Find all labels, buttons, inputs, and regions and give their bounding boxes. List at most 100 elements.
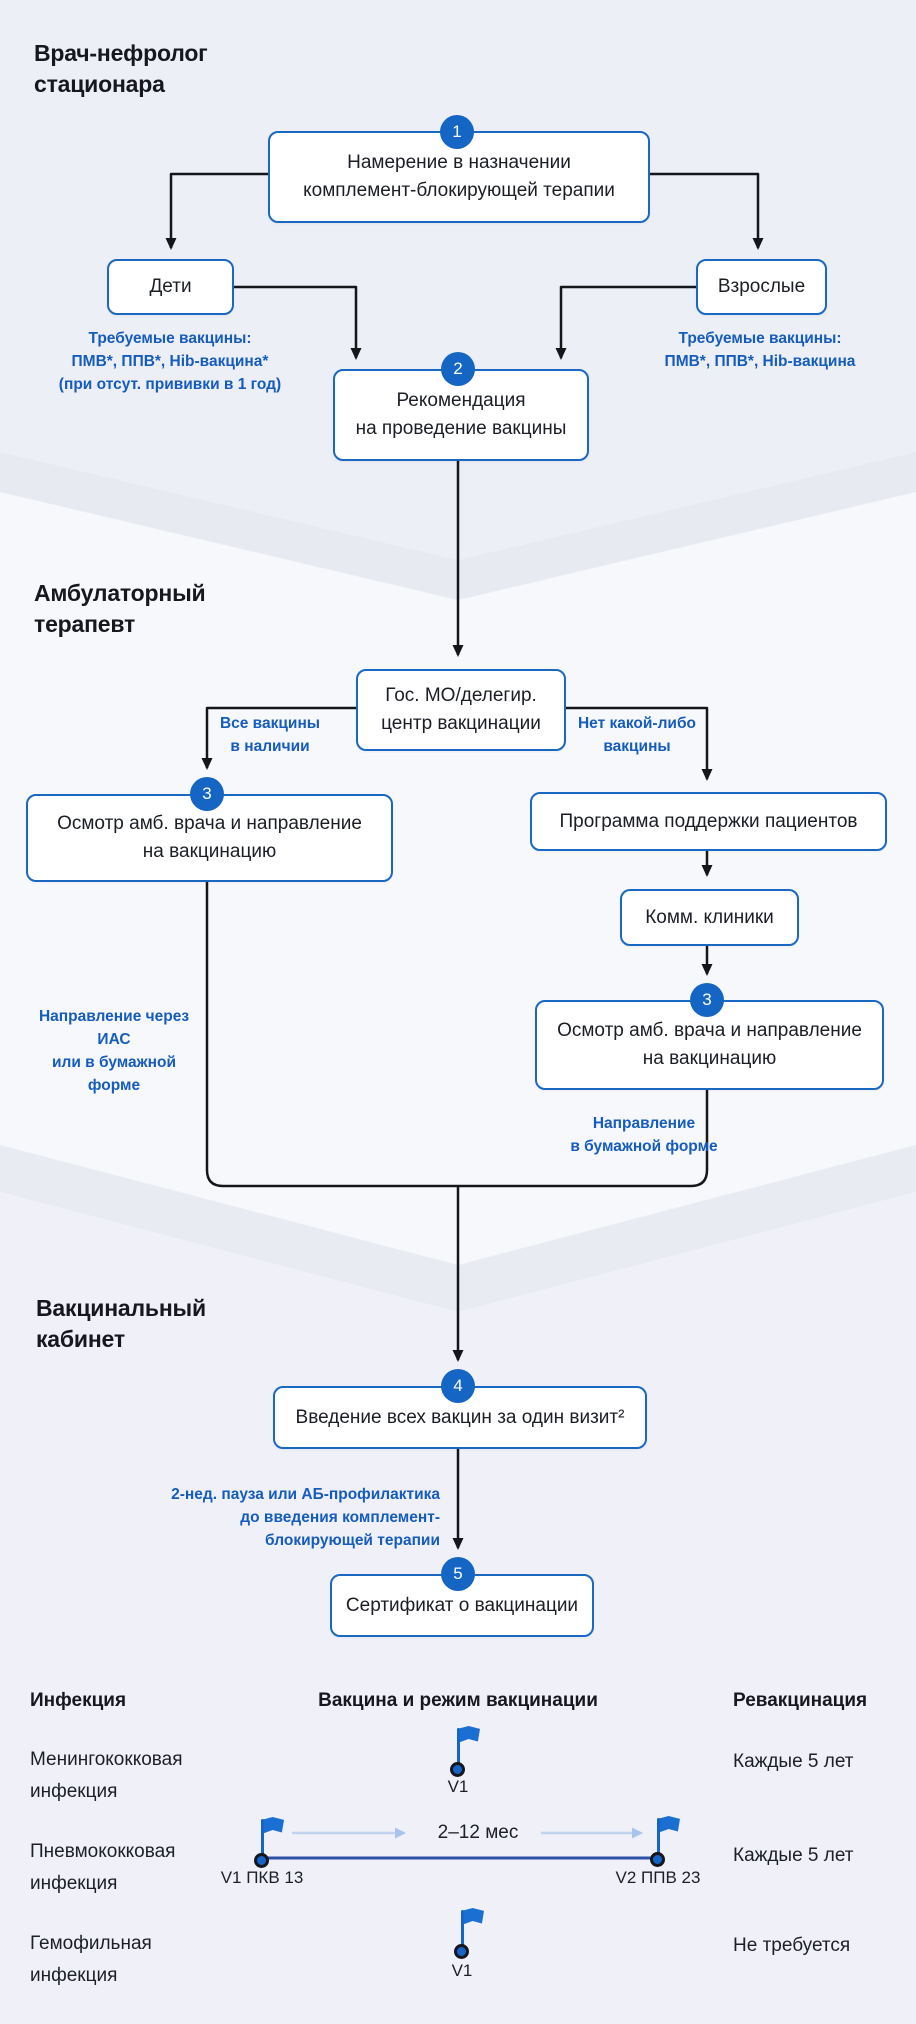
node-text-line: Рекомендация — [396, 390, 526, 411]
edge-label-none-available: Нет какой-либо вакцины — [577, 712, 697, 758]
edge-label-line: (при отсут. прививки в 1 год) — [58, 376, 282, 393]
dose-flag-pneumo-v2 — [650, 1816, 680, 1870]
node-text-line: на вакцинацию — [642, 1048, 777, 1069]
flow-node-children: Дети — [107, 259, 234, 315]
flow-node-gov-center: Гос. МО/делегир. центр вакцинации — [356, 669, 566, 751]
node-text-line: на проведение вакцины — [355, 418, 567, 439]
infection-line: Гемофильная — [30, 1933, 152, 1954]
node-text-line: Осмотр амб. врача и направление — [557, 1020, 862, 1041]
dose-dot — [254, 1853, 269, 1868]
title-line: терапевт — [34, 611, 136, 637]
flow-node-adults: Взрослые — [696, 259, 827, 315]
dose-flag-meningo-v1 — [450, 1726, 480, 1780]
connector-govcenter-examleft — [201, 706, 356, 770]
title-line: кабинет — [36, 1326, 125, 1352]
edge-label-line: ПМВ*, ППВ*, Hib-вакцина — [664, 353, 856, 370]
dose-dot — [454, 1944, 469, 1959]
edge-label-line: в бумажной форме — [570, 1138, 718, 1155]
step-badge-5: 5 — [441, 1557, 475, 1591]
schedule-row-revaccination-pneumococcal: Каждые 5 лет — [733, 1845, 854, 1866]
step-badge-1: 1 — [440, 115, 474, 149]
section-title-vaccination-room: Вакцинальный кабинет — [36, 1293, 206, 1355]
schedule-header-infection: Инфекция — [30, 1690, 127, 1711]
node-text-line: Комм. клиники — [645, 906, 774, 928]
node-text-line: Осмотр амб. врача и направление — [57, 813, 362, 834]
schedule-row-infection-pneumococcal: Пневмококковая инфекция — [30, 1836, 175, 1900]
flag-pole — [461, 1910, 464, 1948]
dose-flag-hib-v1 — [454, 1908, 484, 1962]
title-line: Амбулаторный — [34, 580, 206, 606]
edge-label-line: Нет какой-либо — [577, 715, 696, 732]
schedule-row-revaccination-meningococcal: Каждые 5 лет — [733, 1751, 854, 1772]
edge-label-line: вакцины — [603, 738, 671, 755]
edge-label-referral-paper: Направление в бумажной форме — [554, 1112, 734, 1158]
infection-line: инфекция — [30, 1965, 118, 1986]
node-text-line: Сертификат о вакцинации — [345, 1594, 579, 1616]
infection-line: Пневмококковая — [30, 1841, 176, 1862]
edge-label-line: Требуемые вакцины: — [678, 330, 842, 347]
edge-label-line: Все вакцины — [219, 715, 321, 732]
flag-pole — [457, 1728, 460, 1766]
infection-line: инфекция — [30, 1873, 118, 1894]
title-line: Врач-нефролог — [34, 40, 208, 66]
step-badge-4: 4 — [441, 1369, 475, 1403]
connector-intent-children — [165, 172, 268, 250]
edge-label-line: Направление — [592, 1115, 696, 1132]
node-text-line: центр вакцинации — [381, 713, 541, 734]
edge-label-all-available: Все вакцины в наличии — [210, 712, 330, 758]
edge-label-referral-ias: Направление через ИАС или в бумажной фор… — [24, 1005, 204, 1097]
schedule-row-revaccination-haemophilus: Не требуется — [733, 1935, 851, 1956]
flag-icon — [463, 1908, 484, 1925]
edge-label-line: до введения комплемент- — [240, 1509, 440, 1526]
node-text-line: Дети — [149, 276, 192, 297]
dose-label-meningo-v1: V1 — [447, 1777, 469, 1796]
title-line: стационара — [34, 71, 165, 97]
flag-pole — [261, 1819, 264, 1857]
flag-icon — [659, 1816, 680, 1833]
schedule-row-infection-meningococcal: Менингококковая инфекция — [30, 1744, 183, 1808]
schedule-row-infection-haemophilus: Гемофильная инфекция — [30, 1928, 152, 1992]
node-text-line: комплемент-блокирующей терапии — [303, 180, 615, 201]
node-text-line: на вакцинацию — [142, 841, 277, 862]
node-text-line: Программа поддержки пациентов — [559, 810, 858, 832]
connector-adults-recommendation — [555, 285, 696, 360]
infection-line: Менингококковая — [30, 1749, 183, 1770]
step-badge-3-right: 3 — [690, 983, 724, 1017]
title-line: Вакцинальный — [36, 1295, 206, 1321]
section-title-outpatient-therapist: Амбулаторный терапевт — [34, 578, 206, 640]
step-badge-3-left: 3 — [190, 777, 224, 811]
edge-label-line: Направление через ИАС — [38, 1008, 190, 1048]
flow-node-comm-clinics: Комм. клиники — [620, 889, 799, 946]
dose-label-pneumo-v1: V1 ПКВ 13 — [220, 1868, 304, 1887]
flow-node-support-program: Программа поддержки пациентов — [530, 792, 887, 851]
dose-dot — [650, 1852, 665, 1867]
dose-label-pneumo-v2: V2 ППВ 23 — [615, 1868, 701, 1887]
node-text-line: Намерение в назначении — [347, 152, 571, 173]
flag-icon — [459, 1726, 480, 1743]
edge-label-required-children: Требуемые вакцины: ПМВ*, ППВ*, Hib-вакци… — [40, 327, 300, 396]
section-title-hospital-nephrologist: Врач-нефролог стационара — [34, 38, 208, 100]
infection-line: инфекция — [30, 1781, 118, 1802]
dose-label-hib-v1: V1 — [451, 1961, 473, 1980]
edge-label-line: ПМВ*, ППВ*, Hib-вакцина* — [71, 353, 269, 370]
node-text-line: Введение всех вакцин за один визит² — [295, 1406, 625, 1428]
edge-label-required-adults: Требуемые вакцины: ПМВ*, ППВ*, Hib-вакци… — [630, 327, 890, 373]
step-badge-2: 2 — [441, 352, 475, 386]
flag-icon — [263, 1817, 284, 1834]
connector-children-recommendation — [230, 285, 362, 360]
schedule-header-revaccination: Ревакцинация — [733, 1690, 868, 1711]
connector-govcenter-program — [562, 706, 713, 781]
node-text-line: Гос. МО/делегир. — [385, 685, 537, 706]
edge-label-pause-before-therapy: 2-нед. пауза или АБ-профилактика до введ… — [140, 1483, 440, 1552]
interval-label-pneumo: 2–12 мес — [437, 1822, 519, 1843]
schedule-header-vaccine-regimen: Вакцина и режим вакцинации — [318, 1690, 598, 1711]
edge-label-line: 2-нед. пауза или АБ-профилактика — [171, 1486, 440, 1503]
dose-dot — [450, 1762, 465, 1777]
edge-label-line: блокирующей терапии — [265, 1532, 440, 1549]
edge-label-line: или в бумажной форме — [51, 1054, 177, 1094]
edge-label-line: в наличии — [230, 738, 310, 755]
edge-label-line: Требуемые вакцины: — [88, 330, 252, 347]
flag-pole — [657, 1818, 660, 1856]
